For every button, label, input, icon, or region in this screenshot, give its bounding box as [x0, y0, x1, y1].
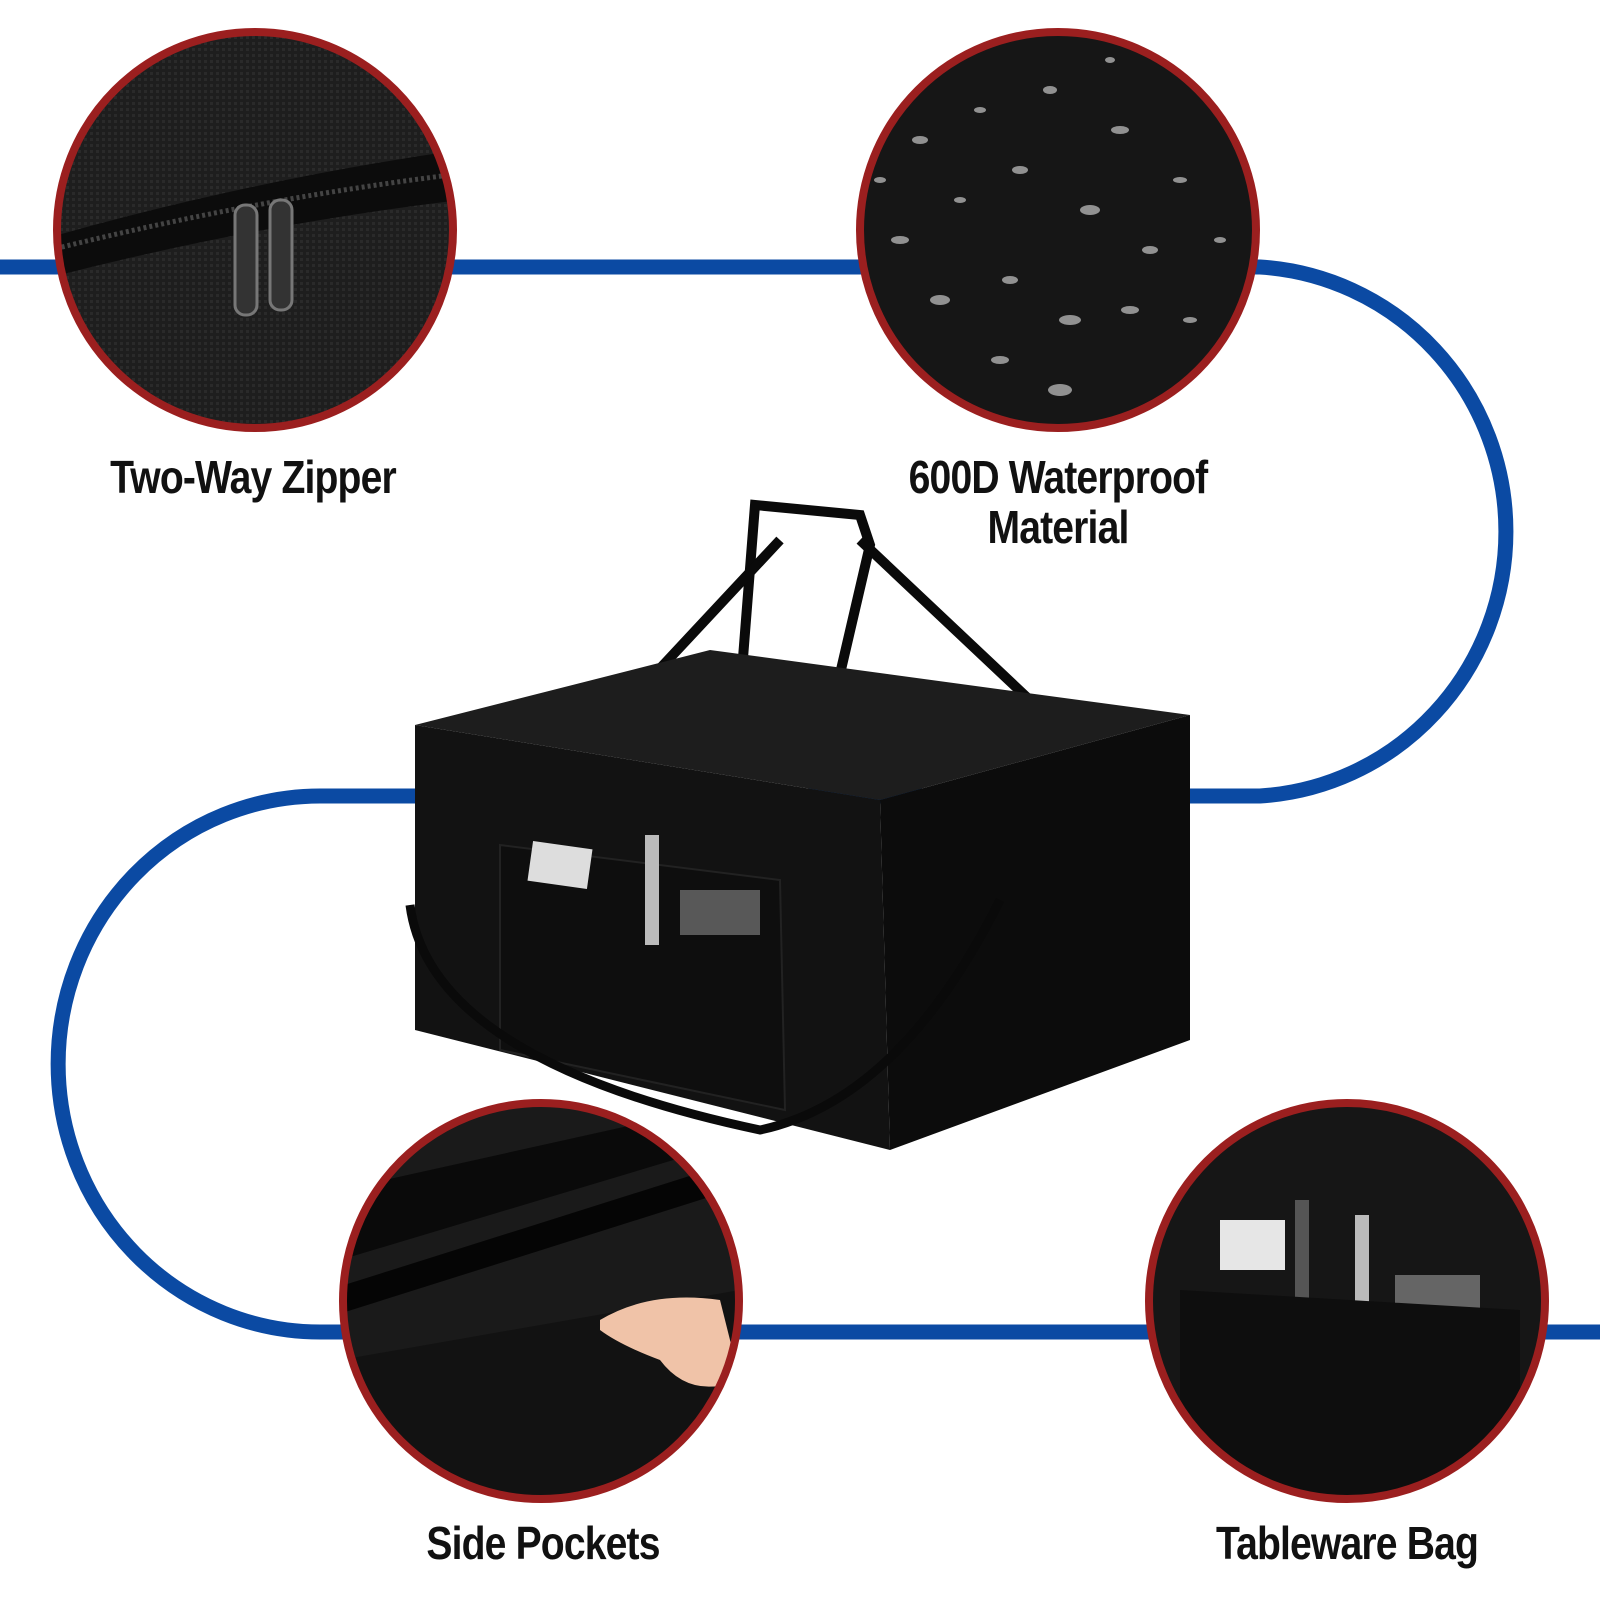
insulated-bag-image — [405, 499, 1190, 1150]
feature-label-two-way-zipper: Two-Way Zipper — [85, 452, 421, 502]
zipper-detail-image — [53, 28, 457, 432]
feature-label-text: Side Pockets — [426, 1517, 660, 1569]
feature-label-side-pockets: Side Pockets — [406, 1518, 680, 1568]
feature-label-text: 600D Waterproof — [908, 451, 1209, 503]
feature-label-text: Two-Way Zipper — [110, 451, 397, 503]
connector-line — [0, 259, 1600, 1340]
tableware-detail-image — [1145, 1099, 1549, 1503]
waterproof-detail-image — [856, 28, 1260, 432]
feature-label-waterproof-material: 600D Waterproof Material — [882, 452, 1233, 552]
side-pocket-detail-image — [339, 1099, 743, 1503]
feature-label-text-line2: Material — [987, 501, 1130, 553]
feature-label-text: Tableware Bag — [1215, 1517, 1479, 1569]
feature-label-tableware-bag: Tableware Bag — [1193, 1518, 1501, 1568]
